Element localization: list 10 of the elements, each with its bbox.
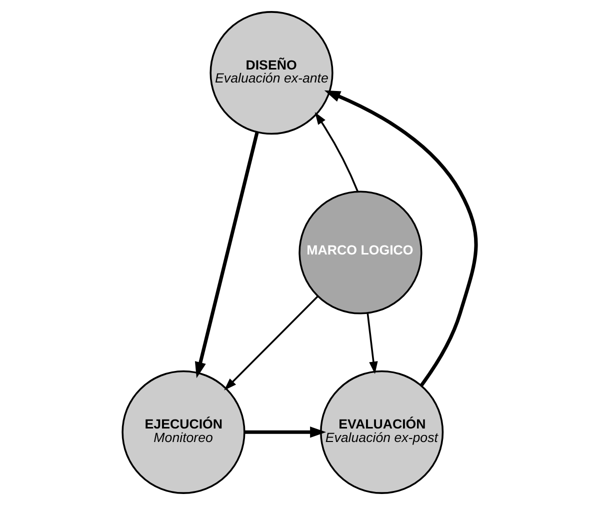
arrow bbox=[244, 426, 326, 438]
node-circle: DISEÑO Evaluación ex-ante bbox=[210, 11, 334, 135]
node-circle: EJECUCIÓN Monitoreo bbox=[122, 370, 246, 494]
arrow bbox=[366, 313, 378, 374]
node-circle: EVALUACIÓN Evaluación ex-post bbox=[320, 370, 444, 494]
arrow bbox=[194, 132, 259, 378]
arrow bbox=[324, 90, 478, 387]
arrow bbox=[224, 296, 318, 390]
node-circle: MARCO LOGICO bbox=[298, 190, 422, 314]
arrow bbox=[314, 112, 359, 192]
